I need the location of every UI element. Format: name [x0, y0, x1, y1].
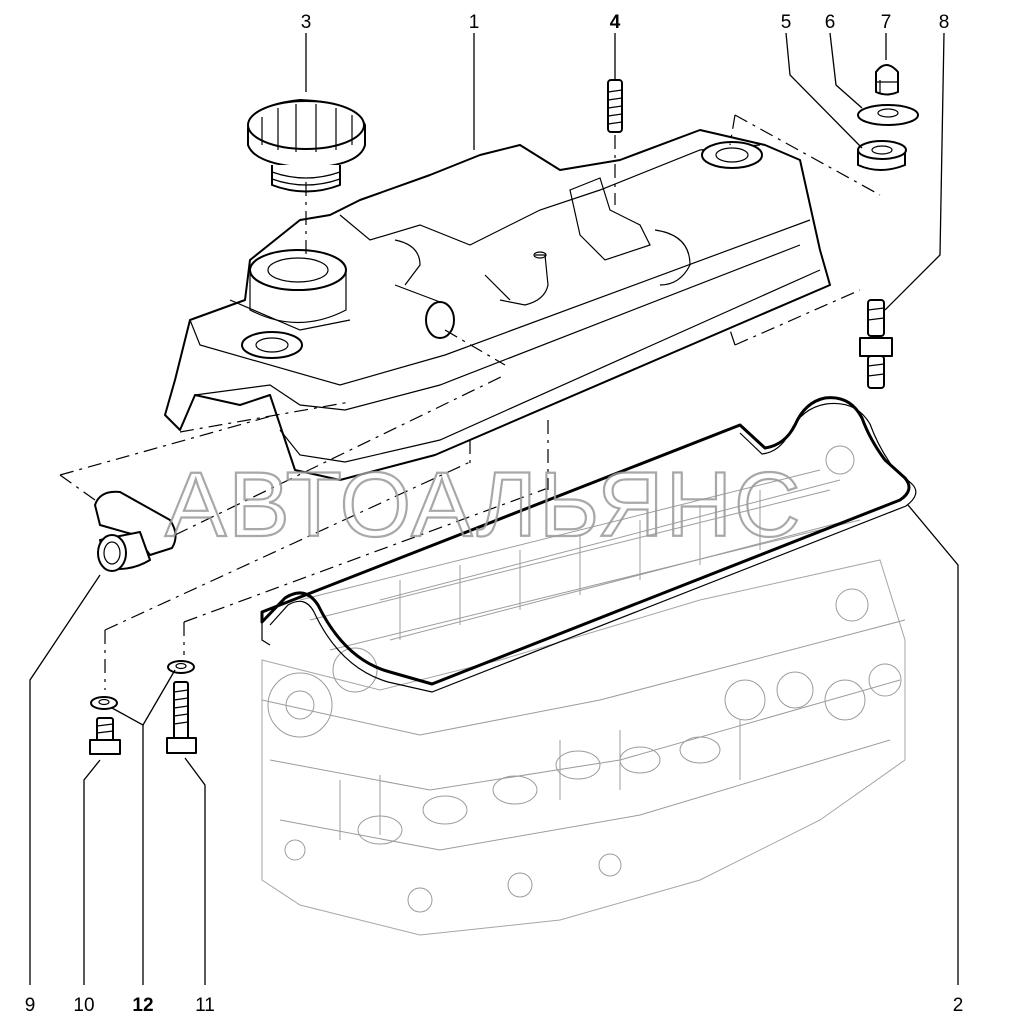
- callout-1: 1: [469, 12, 480, 33]
- callout-7: 7: [881, 12, 892, 33]
- callout-5: 5: [781, 12, 792, 33]
- leader-lines: [29, 32, 959, 985]
- callout-10: 10: [73, 995, 94, 1016]
- callout-11: 11: [195, 995, 215, 1016]
- washer-12-right: [167, 660, 195, 674]
- callout-6: 6: [825, 12, 836, 33]
- stud-4: [607, 79, 623, 133]
- callout-4: 4: [610, 12, 621, 33]
- cylinder-head-outline: [261, 445, 906, 936]
- stud-8: [859, 299, 893, 389]
- short-bolt-10: [89, 717, 121, 755]
- rubber-grommet: [857, 140, 907, 171]
- callout-3: 3: [301, 12, 312, 33]
- long-bolt-11: [166, 681, 197, 754]
- watermark-text: АВТОАЛЬЯНС: [165, 454, 803, 556]
- callout-2: 2: [953, 995, 964, 1016]
- valve-cover: [164, 129, 831, 481]
- callout-labels: 3 1 4 5 6 7 8 9 10 12 11 2: [25, 12, 964, 1016]
- cap-nut-7: [875, 64, 899, 96]
- washer-6: [857, 104, 919, 126]
- valve-cover-gasket: [260, 396, 917, 693]
- callout-9: 9: [25, 995, 36, 1016]
- callout-12: 12: [132, 995, 153, 1016]
- callout-8: 8: [939, 12, 950, 33]
- alignment-lines: [59, 80, 881, 690]
- washer-12-left: [90, 696, 118, 710]
- oil-filler-cap: [247, 99, 366, 193]
- hose-elbow-9: [94, 490, 177, 572]
